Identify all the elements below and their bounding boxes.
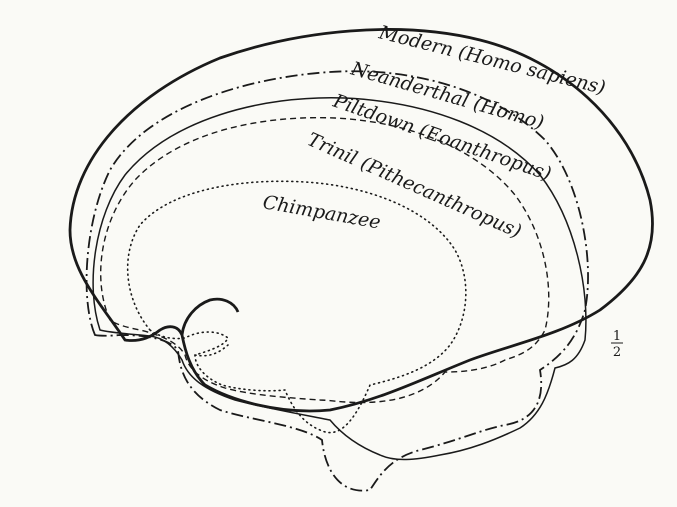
neanderthal-outline: [85, 70, 589, 492]
trinil-outline: [100, 116, 550, 404]
scale-fraction: 1 2: [611, 329, 623, 360]
modern-outline: [68, 28, 654, 413]
modern-brow-detail: [180, 297, 240, 336]
scale-numerator: 1: [613, 329, 621, 344]
label-chimpanzee: Chimpanzee: [261, 191, 382, 233]
chimpanzee-brow-detail: [194, 344, 229, 357]
scale-denominator: 2: [613, 345, 621, 360]
chimpanzee-outline: [126, 180, 467, 434]
piltdown-outline: [92, 97, 587, 461]
